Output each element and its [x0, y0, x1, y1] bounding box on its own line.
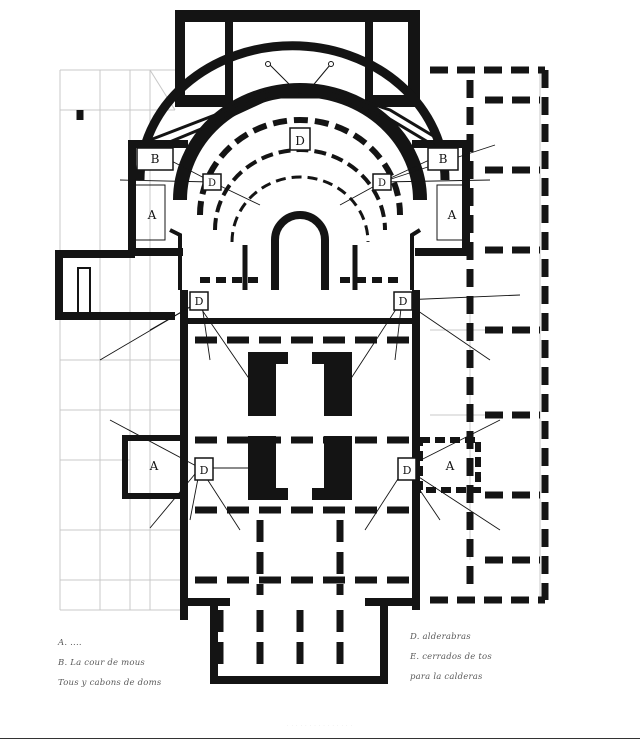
label-C-duct: C — [297, 88, 302, 96]
label-D-mid-left: D — [195, 295, 204, 308]
central-piers — [248, 352, 352, 500]
boiler-boxes — [136, 127, 459, 481]
legend-left: A. .... B. La cour de mous Tous y cabons… — [58, 633, 161, 693]
footer-caption: · · · · · · · · · · · · · · · — [287, 723, 353, 728]
label-B-left: B — [151, 152, 160, 166]
label-A-right-upper: A — [447, 208, 457, 222]
side-corridors — [77, 184, 481, 499]
label-D-upper-right: D — [378, 178, 386, 189]
interior-wall-segments — [76, 110, 410, 670]
label-A-right-lower: A — [445, 459, 455, 473]
room-letters: A A A A B B D D D D D D D C — [147, 88, 457, 477]
label-D-low-left: D — [200, 464, 209, 477]
legend-left-line-2: B. La cour de mous — [58, 658, 145, 668]
label-D-mid-right: D — [399, 295, 408, 308]
heating-duct — [135, 41, 450, 181]
label-D-upper-left: D — [208, 178, 216, 189]
label-D-low-right: D — [403, 464, 412, 477]
legend-left-line-1: A. .... — [58, 638, 82, 648]
bottom-frame-line — [0, 738, 640, 739]
label-A-left-upper: A — [147, 208, 157, 222]
legend-right-line-2: E. cerrados de tos — [410, 652, 492, 662]
legend-right-line-1: D. alderabras — [410, 632, 471, 642]
legend-right-line-3: para la calderas — [410, 672, 483, 682]
label-D-top: D — [295, 134, 305, 148]
label-A-left-lower: A — [149, 459, 159, 473]
legend-right: D. alderabras E. cerrados de tos para la… — [410, 627, 492, 687]
legend-left-line-3: Tous y cabons de doms — [58, 678, 162, 688]
label-B-right: B — [439, 152, 448, 166]
